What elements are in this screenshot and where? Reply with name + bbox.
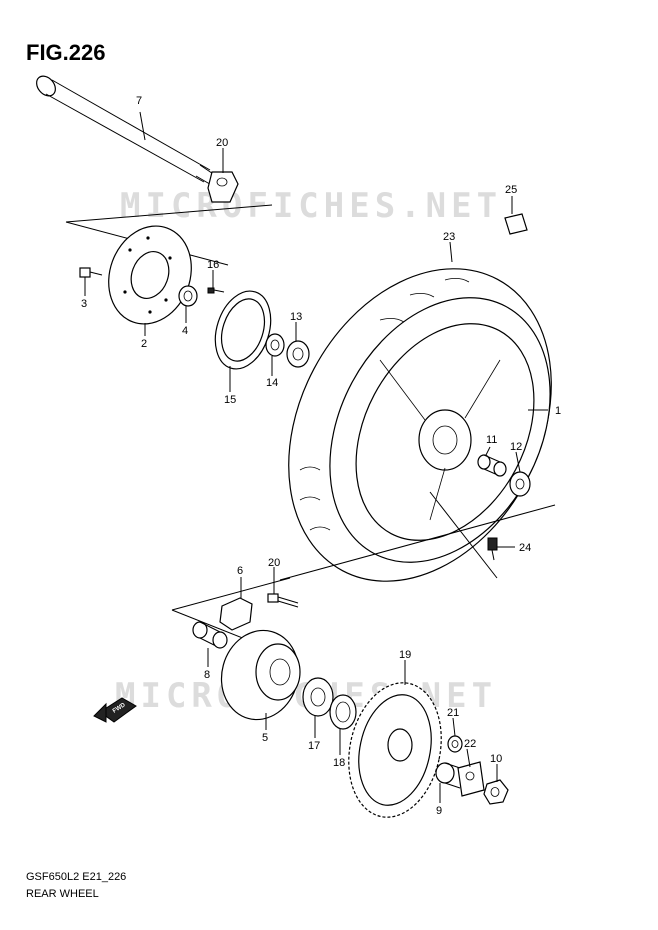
hub-cushion bbox=[192, 621, 228, 649]
brake-disc bbox=[108, 225, 192, 325]
axle-nut bbox=[483, 779, 509, 805]
callout-12: 12 bbox=[510, 441, 522, 453]
chain-adjuster-bottom bbox=[457, 761, 485, 797]
callout-13: 13 bbox=[290, 311, 302, 323]
callout-7: 7 bbox=[136, 95, 142, 107]
bearing-right bbox=[286, 340, 310, 368]
callout-9: 9 bbox=[436, 805, 442, 817]
wheel-spacer bbox=[477, 454, 507, 477]
hub-bolt bbox=[267, 593, 299, 608]
callout-21: 21 bbox=[447, 707, 459, 719]
bearing-left bbox=[265, 333, 285, 357]
callout-8: 8 bbox=[204, 669, 210, 681]
callout-leaders bbox=[84, 111, 548, 803]
callout-14: 14 bbox=[266, 377, 278, 389]
figure-code: GSF650L2 E21_226 bbox=[26, 871, 127, 883]
callout-20-top: 20 bbox=[216, 137, 228, 149]
callout-19: 19 bbox=[399, 649, 411, 661]
callout-6: 6 bbox=[237, 565, 243, 577]
callout-15: 15 bbox=[224, 394, 236, 406]
fwd-arrow-icon: FWD bbox=[93, 697, 137, 723]
callout-1: 1 bbox=[555, 405, 561, 417]
sprocket-drum bbox=[220, 629, 301, 721]
sensor-ring-screw bbox=[207, 287, 225, 294]
callout-23: 23 bbox=[443, 231, 455, 243]
callout-20-bottom: 20 bbox=[268, 557, 280, 569]
callout-17: 17 bbox=[308, 740, 320, 752]
sprocket-spacer bbox=[435, 762, 461, 789]
callout-2: 2 bbox=[141, 338, 147, 350]
callout-5: 5 bbox=[262, 732, 268, 744]
callout-3: 3 bbox=[81, 298, 87, 310]
callout-10: 10 bbox=[490, 753, 502, 765]
figure-title: FIG.226 bbox=[26, 40, 106, 65]
abs-sensor-ring bbox=[214, 290, 272, 370]
tire-valve bbox=[487, 537, 498, 561]
sprocket-nut bbox=[447, 735, 463, 753]
disc-bolt bbox=[79, 267, 103, 278]
callout-18: 18 bbox=[333, 757, 345, 769]
wheel-rim bbox=[355, 323, 535, 541]
callout-labels: 7 20 25 23 16 3 4 13 2 14 15 1 11 12 24 … bbox=[81, 95, 561, 817]
callout-11: 11 bbox=[486, 434, 497, 446]
wheel-bearing-12 bbox=[509, 471, 531, 497]
disc-spacer bbox=[178, 285, 198, 307]
drum-bearing bbox=[302, 677, 334, 717]
axle-shaft bbox=[36, 75, 226, 191]
callout-4: 4 bbox=[182, 325, 188, 337]
balance-weight bbox=[504, 213, 528, 235]
callout-16: 16 bbox=[207, 259, 219, 271]
callout-25: 25 bbox=[505, 184, 517, 196]
callout-24: 24 bbox=[519, 542, 531, 554]
oil-seal bbox=[329, 694, 357, 730]
damper-block bbox=[219, 597, 253, 631]
rear-sprocket bbox=[348, 682, 442, 818]
chain-adjuster-top bbox=[207, 171, 239, 203]
watermark-top: MICROFICHES.NET bbox=[120, 186, 503, 226]
callout-22: 22 bbox=[464, 738, 476, 750]
figure-name: REAR WHEEL bbox=[26, 888, 99, 900]
